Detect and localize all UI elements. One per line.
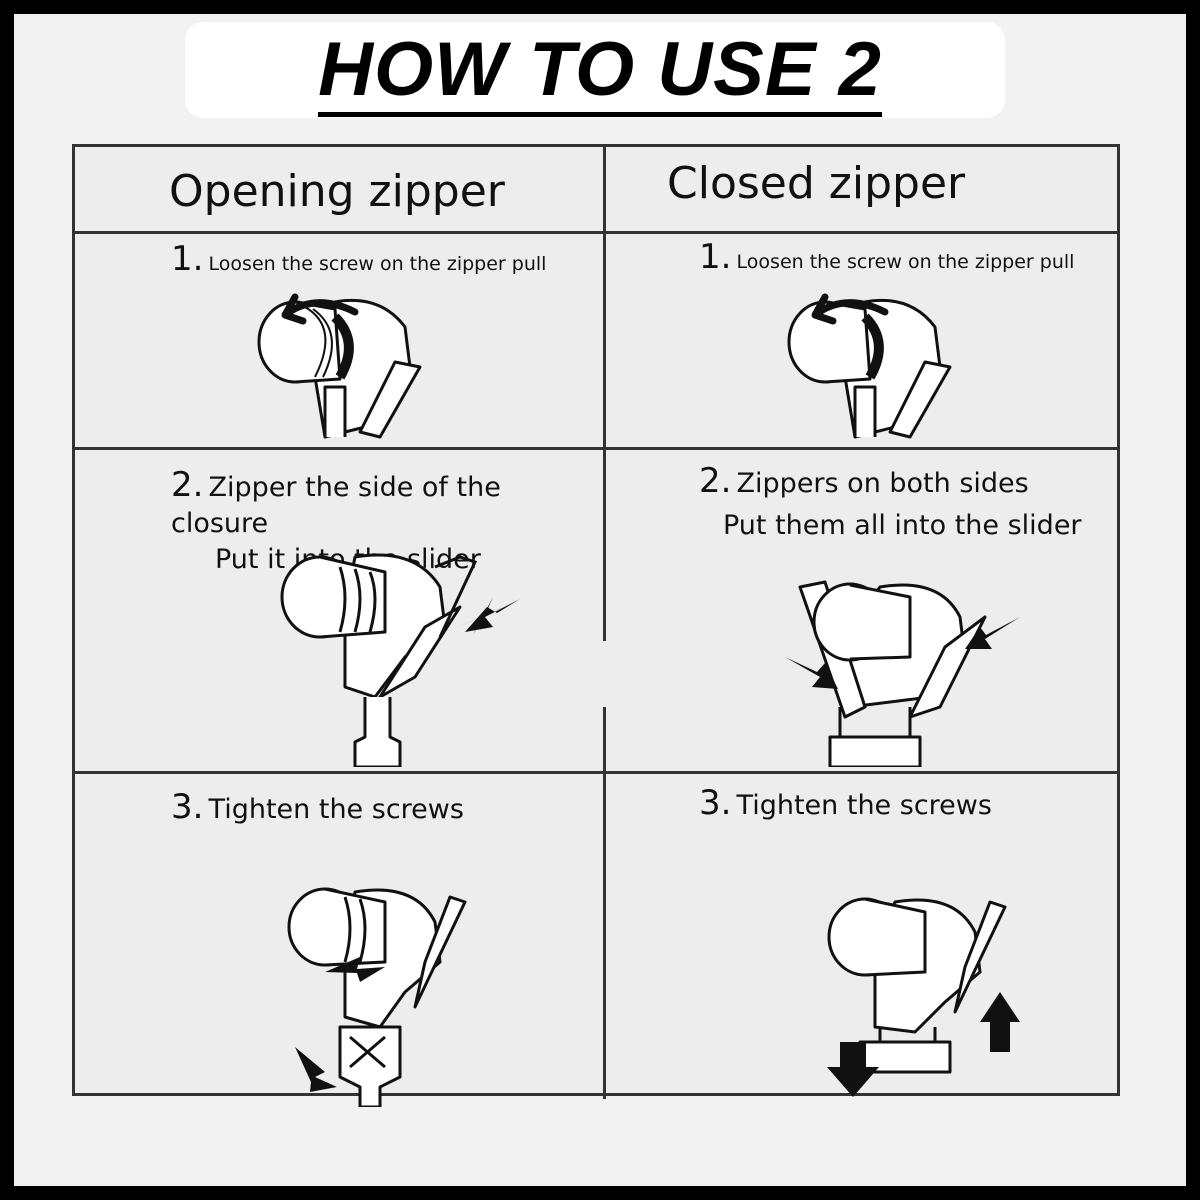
step-text: Loosen the screw on the zipper pull (208, 253, 547, 275)
instruction-grid: Opening zipper Closed zipper 1. Loosen t… (72, 144, 1120, 1107)
step-text: Zipper the side of the closure (171, 472, 501, 539)
step-number: 3. (171, 787, 204, 827)
heading-opening-zipper: Opening zipper (169, 166, 505, 217)
title-banner (185, 22, 1005, 118)
step-number: 2. (699, 461, 732, 501)
step-text: Tighten the screws (736, 790, 992, 821)
step-open-3: 3. Tighten the screws (171, 787, 464, 828)
zipper-insert-both-sides-illustration (785, 580, 1020, 767)
step-text: Tighten the screws (208, 794, 464, 825)
column-divider (603, 707, 606, 1099)
step-number: 1. (699, 237, 732, 277)
heading-closed-zipper: Closed zipper (667, 158, 966, 209)
step-close-1: 1. Loosen the screw on the zipper pull (699, 237, 1074, 277)
step-text: Loosen the screw on the zipper pull (736, 251, 1075, 273)
row-divider (75, 231, 1117, 234)
row-divider (75, 447, 1117, 450)
column-divider (603, 147, 606, 641)
step-number: 1. (171, 239, 204, 279)
step-number: 3. (699, 783, 732, 823)
zipper-insert-side-illustration (280, 553, 520, 767)
step-open-2: 2. Zipper the side of the closure Put it… (171, 465, 601, 578)
page-title: HOW TO USE 2 (0, 27, 1200, 117)
step-close-2: 2. Zippers on both sides Put them all in… (699, 461, 1119, 544)
row-divider (75, 771, 1117, 774)
zipper-tighten-screws-illustration (287, 887, 467, 1107)
step-number: 2. (171, 465, 204, 505)
zipper-tighten-screws-illustration (827, 897, 1020, 1097)
step-text: Zippers on both sides (736, 468, 1029, 499)
step-close-3: 3. Tighten the screws (699, 783, 992, 824)
zipper-slider-loosen-illustration (787, 293, 952, 439)
step-open-1: 1. Loosen the screw on the zipper pull (171, 239, 546, 279)
zipper-slider-loosen-illustration (257, 293, 422, 439)
step-text: Put them all into the slider (723, 510, 1082, 541)
